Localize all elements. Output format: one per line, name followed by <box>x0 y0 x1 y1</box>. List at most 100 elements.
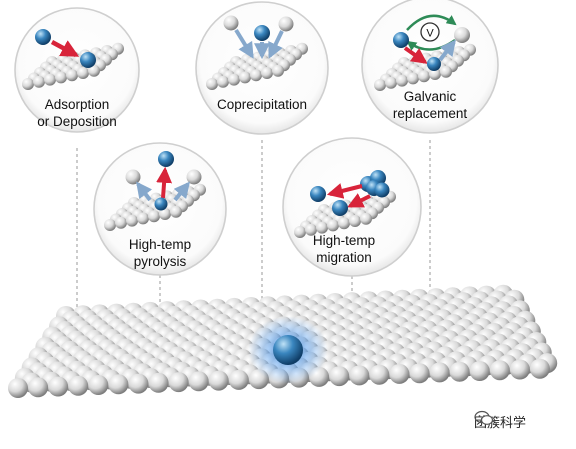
panel-support-atom <box>22 78 34 90</box>
replacement-arrow-out <box>438 39 456 62</box>
panel-support-atom <box>170 205 182 218</box>
coprecipitation-arrow <box>234 28 254 59</box>
single-atom-site <box>248 316 328 384</box>
replacement-arrow-in <box>403 46 428 64</box>
panel-support-atom <box>228 73 240 86</box>
support-atom <box>369 364 390 385</box>
voltage-badge-label: V <box>426 28 434 40</box>
ligand-atom <box>186 169 202 185</box>
panel-support-atom <box>396 74 408 87</box>
panel-migration <box>282 137 422 277</box>
panel-adsorption <box>14 7 140 133</box>
migrated-metal-atom <box>332 200 348 216</box>
support-atom <box>329 366 350 387</box>
panel-support-atom <box>250 69 262 82</box>
deposition-arrow <box>50 40 80 57</box>
panel-galvanic: V <box>361 0 499 134</box>
migration-arrow <box>326 183 363 199</box>
metal-atom-replaced <box>427 57 441 71</box>
watermark: 团簇科学 <box>474 410 566 432</box>
panel-support-atom <box>261 67 273 79</box>
label-adsorption: Adsorption or Deposition <box>37 97 117 129</box>
support-atom <box>429 362 450 383</box>
label-galvanic: Galvanic replacement <box>392 89 468 121</box>
support-atom <box>389 363 410 384</box>
support-atom <box>8 378 28 398</box>
wechat-icon <box>474 410 494 425</box>
support-atom <box>68 375 89 396</box>
migrated-metal-atom <box>310 186 326 202</box>
support-atom <box>148 372 169 393</box>
panel-support-atom <box>418 70 430 83</box>
ligand-atom <box>125 169 141 185</box>
panel-support-atom <box>305 223 317 236</box>
panel-support-atom <box>338 217 350 230</box>
panel-support-atom <box>77 67 89 79</box>
label-migration: High-temp migration <box>312 233 376 265</box>
support-atom <box>529 358 550 379</box>
pyrolysis-arrow <box>173 181 191 202</box>
panel-support-atom <box>66 69 78 82</box>
panel-support-atom <box>349 215 361 227</box>
panel-coprecipitation <box>195 1 329 135</box>
support-atom <box>188 371 209 392</box>
panel-support-atom <box>385 76 397 89</box>
panel-support-atom <box>316 221 328 234</box>
panel-support-atom <box>374 79 386 91</box>
panel-support-atom <box>33 75 45 88</box>
metal-atom-anchored <box>154 197 168 211</box>
panel-support-atom <box>360 212 372 225</box>
metal-precursor-atom <box>254 25 270 41</box>
metal-atom-incoming <box>35 29 51 45</box>
pyrolysis-arrow <box>156 166 173 199</box>
panel-support-atom <box>126 214 138 227</box>
support-atom <box>409 363 430 384</box>
support-atom <box>108 374 129 395</box>
panel-support-atom <box>104 219 116 231</box>
support-atom <box>28 377 49 398</box>
panel-support-atom <box>148 210 160 223</box>
label-coprecipitation: Coprecipitation <box>216 97 308 112</box>
support-atom <box>349 365 370 386</box>
panel-support-atom <box>115 216 127 229</box>
panel-support-atom <box>137 212 149 225</box>
support-atom <box>449 361 470 382</box>
panel-support <box>206 42 308 90</box>
support-atom <box>208 370 229 391</box>
panel-support-atom <box>440 65 452 78</box>
panel-support-atom <box>429 68 441 80</box>
panel-support-atom <box>407 72 419 85</box>
panel-support-atom <box>159 208 171 220</box>
pyrolysis-arrow <box>136 181 153 202</box>
panel-support-atom <box>55 71 67 84</box>
support-precursor-atom <box>278 16 294 32</box>
panel-support-atom <box>327 219 339 232</box>
support-atom <box>469 361 490 381</box>
support-precursor-atom <box>223 15 239 31</box>
panel-support-atom <box>206 78 218 90</box>
cycle-arrow-top <box>406 14 457 31</box>
voltage-badge <box>420 22 440 42</box>
replaced-support-atom <box>454 27 470 43</box>
panel-support-atom <box>239 71 251 84</box>
support-atom <box>168 372 189 393</box>
support-atom <box>228 369 249 390</box>
panel-support-atom <box>44 73 56 86</box>
metal-atom-incoming <box>393 32 409 48</box>
single-metal-atom <box>273 335 303 365</box>
support-atom <box>88 375 109 395</box>
panel-support-atom <box>217 75 229 88</box>
cluster-atom <box>374 182 390 198</box>
support-atom <box>48 376 69 397</box>
panel-pyrolysis <box>93 142 227 276</box>
coprecipitation-arrow <box>268 30 284 59</box>
panel-support-atom <box>88 64 100 77</box>
migration-arrow <box>347 193 371 208</box>
label-pyrolysis: High-temp pyrolysis <box>128 237 192 269</box>
support-atom <box>509 359 530 380</box>
support-atom <box>128 373 149 394</box>
panel-support-atom <box>294 226 306 238</box>
support-atom <box>489 360 510 381</box>
